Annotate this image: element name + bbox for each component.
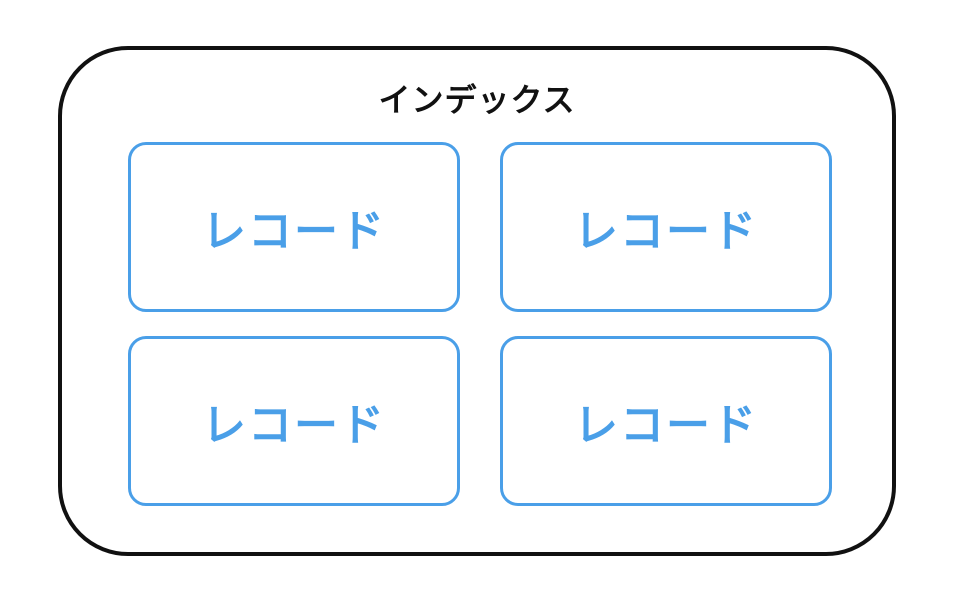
- record-label: レコード: [202, 400, 386, 451]
- record-label: レコード: [574, 400, 758, 451]
- record-card: レコード: [500, 142, 832, 312]
- record-card: レコード: [128, 336, 460, 506]
- record-card: レコード: [500, 336, 832, 506]
- record-card: レコード: [128, 142, 460, 312]
- index-title: インデックス: [378, 81, 576, 119]
- record-label: レコード: [202, 206, 386, 257]
- record-label: レコード: [574, 206, 758, 257]
